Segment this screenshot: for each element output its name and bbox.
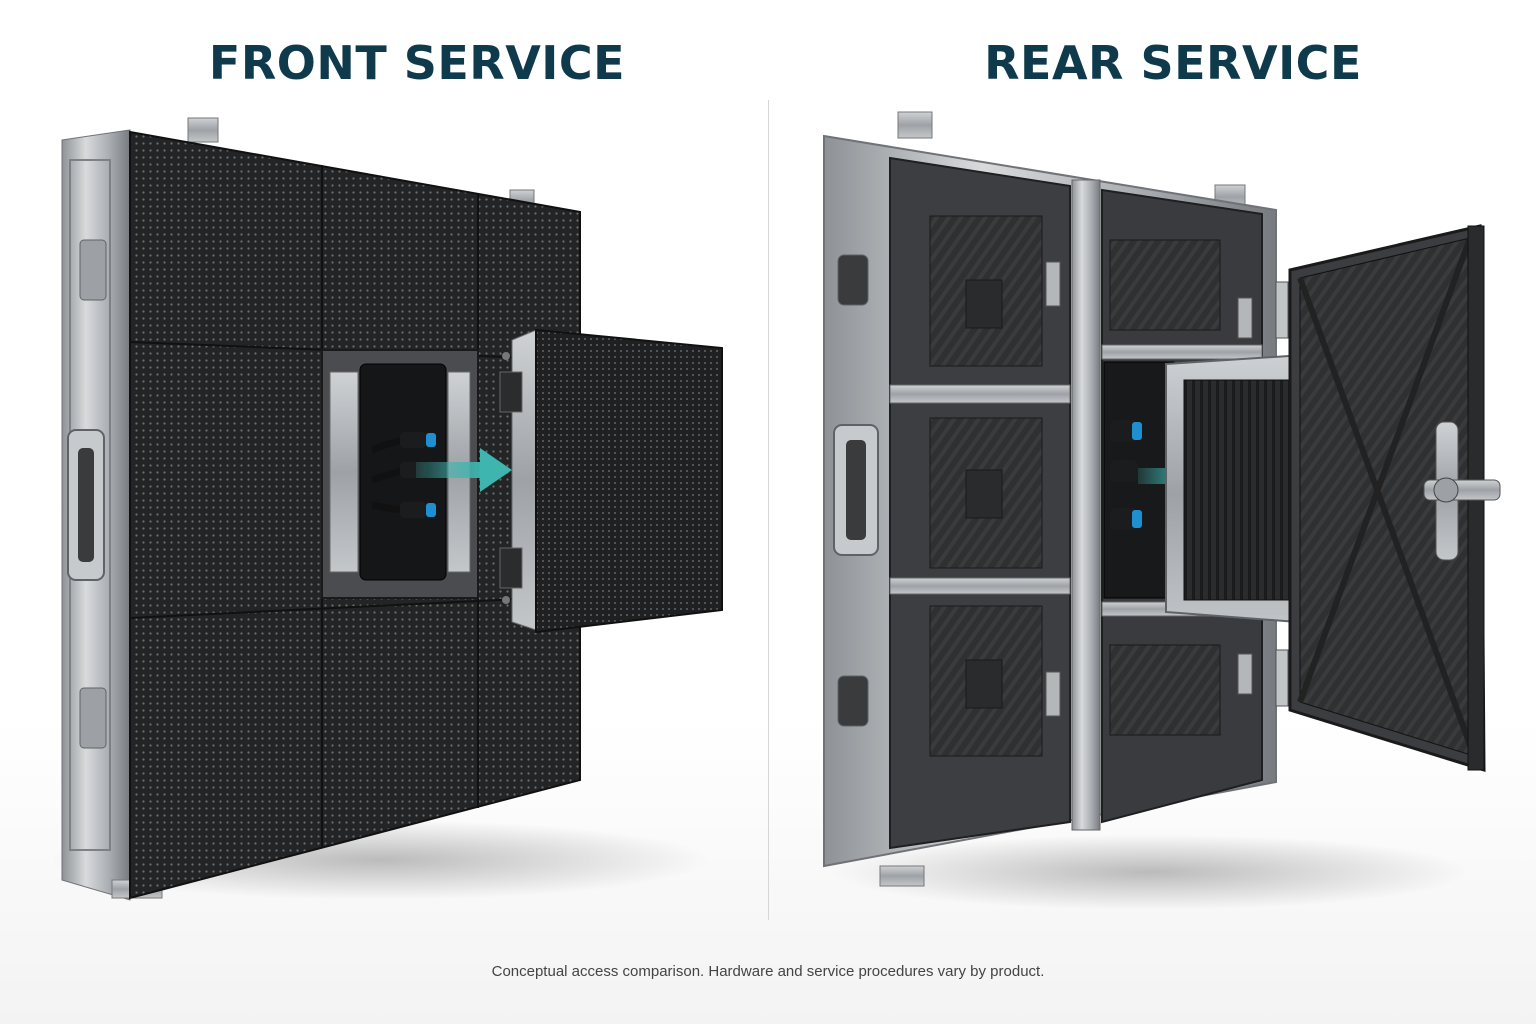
front-service-cabinet [50, 117, 723, 901]
rear-bottom-foot [879, 865, 925, 887]
rear-connectors [1110, 420, 1142, 530]
rear-top-tab-left [897, 111, 933, 139]
center-divider [768, 100, 769, 920]
rear-service-title: REAR SERVICE [984, 36, 1362, 90]
front-top-tab-left [187, 117, 219, 143]
rear-center-post [1071, 179, 1101, 831]
front-arrow-right-icon [416, 448, 512, 492]
rear-service-cabinet [823, 111, 1501, 910]
front-service-title: FRONT SERVICE [208, 36, 626, 90]
figure-caption: Conceptual access comparison. Hardware a… [491, 963, 1045, 980]
front-side-latch-bottom [79, 687, 107, 749]
rear-door-latch [1423, 421, 1501, 561]
rear-floor-shadow [830, 834, 1470, 910]
front-side-latch-top [79, 239, 107, 301]
front-extracted-module [499, 328, 723, 634]
